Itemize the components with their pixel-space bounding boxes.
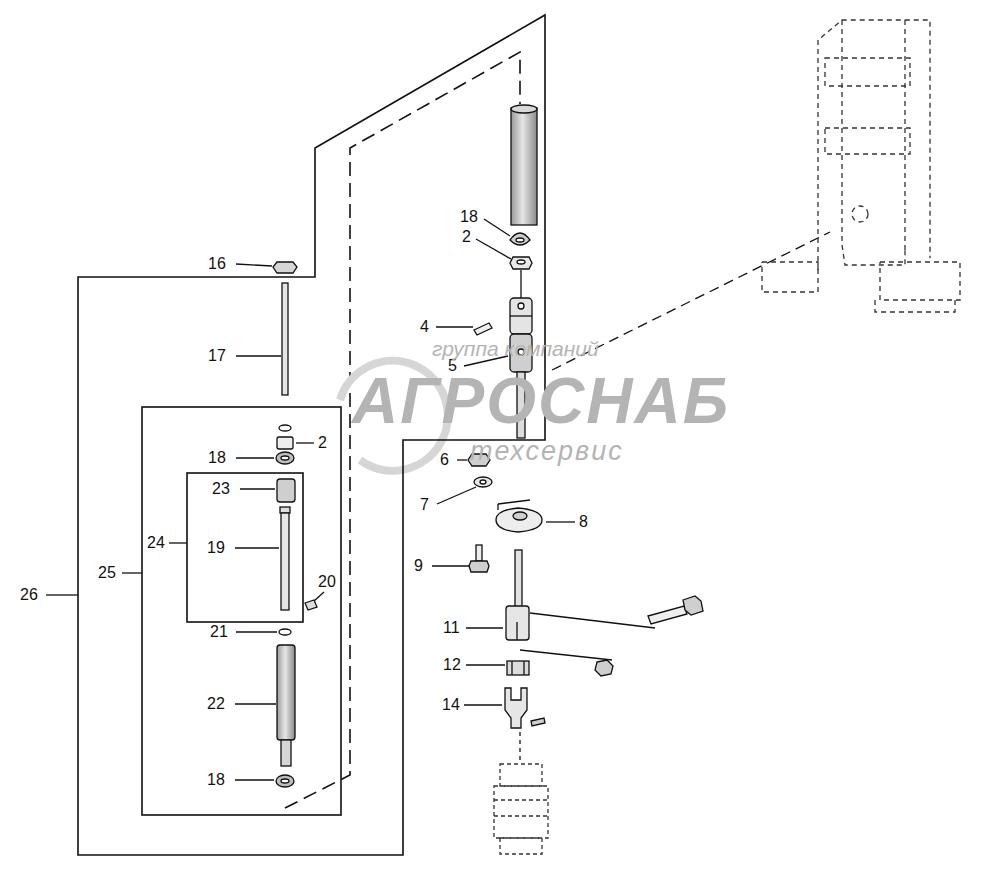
callout-number: 8: [579, 513, 588, 531]
callout-number: 2: [318, 434, 327, 452]
callout-number: 18: [207, 771, 225, 789]
callout-number: 20: [318, 573, 336, 591]
callout-number: 4: [420, 318, 429, 336]
callout-number: 17: [208, 347, 226, 365]
callout-number: 24: [147, 534, 165, 552]
callout-number: 25: [98, 564, 116, 582]
callout-number: 18: [460, 208, 478, 226]
callout-number: 7: [420, 496, 429, 514]
callout-number: 16: [208, 255, 226, 273]
callout-number: 11: [443, 619, 460, 637]
callout-number: 14: [442, 696, 460, 714]
callout-number: 9: [414, 557, 423, 575]
callout-number: 6: [440, 451, 449, 469]
callout-number: 2: [462, 228, 471, 246]
callout-number: 21: [210, 623, 228, 641]
watermark-text: АГРОСНАБ: [352, 365, 730, 439]
callout-number: 19: [207, 539, 225, 557]
callout-number: 18: [208, 449, 226, 467]
watermark-text: техсервис: [470, 436, 624, 467]
callout-number: 22: [207, 695, 225, 713]
callout-number: 23: [212, 480, 230, 498]
watermark-text: группа компаний: [432, 337, 599, 361]
callout-number: 26: [20, 586, 38, 604]
callout-number: 12: [443, 656, 461, 674]
